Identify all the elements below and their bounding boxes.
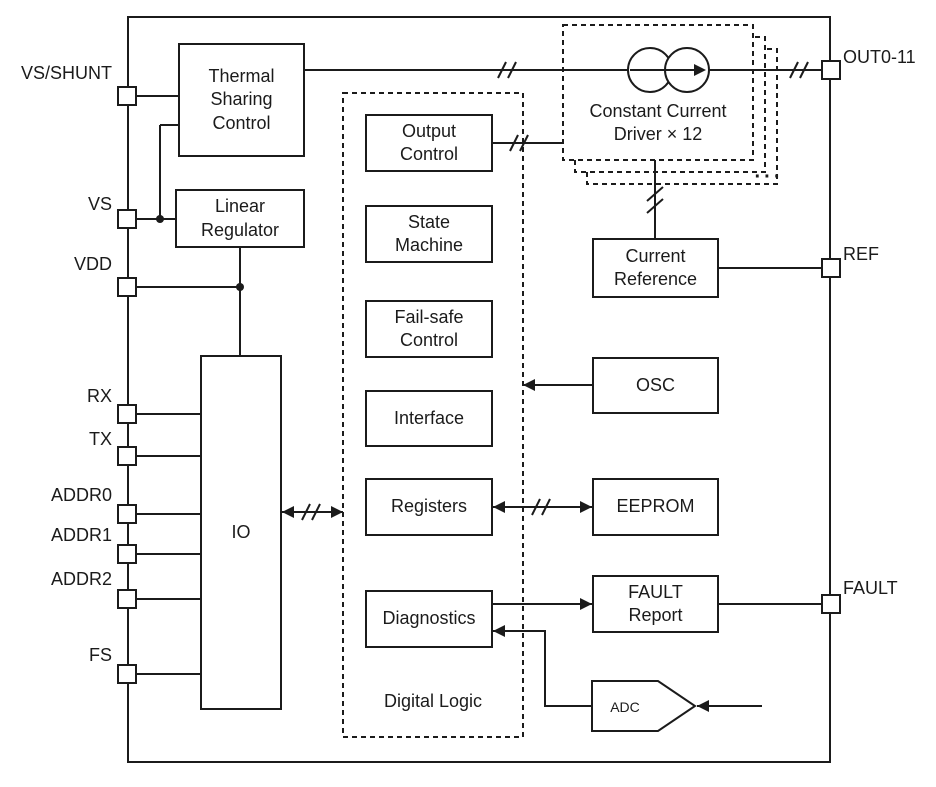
block-registers: Registers [365, 478, 493, 536]
pin-label-out0-11: OUT0-11 [843, 47, 916, 67]
block-io: IO [200, 355, 282, 710]
pin-tx [117, 446, 137, 466]
arrow-into-registers [493, 501, 505, 513]
junction-dots [156, 215, 244, 291]
arrow-into-diagnostics [493, 625, 505, 637]
digital-logic-label: Digital Logic [383, 691, 483, 711]
arrow-into-io [282, 506, 294, 518]
current-source-arrowhead [694, 64, 706, 76]
pin-vdd [117, 277, 137, 297]
arrow-into-fault-report [580, 598, 592, 610]
block-diagnostics: Diagnostics [365, 590, 493, 648]
driver-stack-box-1 [562, 24, 754, 161]
digital-logic-box [342, 92, 524, 738]
current-source-symbol [627, 47, 710, 93]
block-linear-regulator: Linear Regulator [175, 189, 305, 248]
pin-label-vs: VS [87, 194, 112, 214]
pin-label-fs: FS [88, 645, 112, 665]
block-state-machine: State Machine [365, 205, 493, 263]
arrowheads [282, 379, 709, 712]
pin-addr2 [117, 589, 137, 609]
adc-shape [591, 680, 697, 732]
pin-label-addr2: ADDR2 [50, 569, 112, 589]
bus-slash-marks [301, 61, 809, 521]
adc-label: ADC [610, 699, 640, 715]
pin-label-vs-shunt: VS/SHUNT [20, 63, 112, 83]
block-failsafe-control: Fail-safe Control [365, 300, 493, 358]
arrow-into-adc [697, 700, 709, 712]
pin-addr1 [117, 544, 137, 564]
block-thermal-sharing-control: Thermal Sharing Control [178, 43, 305, 157]
pin-label-vdd: VDD [73, 254, 112, 274]
pin-ref [821, 258, 841, 278]
block-fault-report: FAULT Report [592, 575, 719, 633]
pin-fault [821, 594, 841, 614]
junction-vdd [236, 283, 244, 291]
pin-label-addr0: ADDR0 [50, 485, 112, 505]
pin-vs [117, 209, 137, 229]
pin-fs [117, 664, 137, 684]
constant-current-driver-label: Constant Current Driver × 12 [589, 101, 727, 145]
signal-lines [137, 69, 821, 707]
driver-stack-ellipsis: ··· [754, 166, 784, 188]
pin-label-tx: TX [88, 429, 112, 449]
arrow-osc-into-digital [523, 379, 535, 391]
arrow-into-eeprom [580, 501, 592, 513]
junction-vs [156, 215, 164, 223]
block-eeprom: EEPROM [592, 478, 719, 536]
pin-label-addr1: ADDR1 [50, 525, 112, 545]
pin-label-rx: RX [86, 386, 112, 406]
chip-boundary [127, 16, 831, 763]
arrow-into-digital-logic [331, 506, 343, 518]
pin-addr0 [117, 504, 137, 524]
pin-out0-11 [821, 60, 841, 80]
block-current-reference: Current Reference [592, 238, 719, 298]
pin-vs-shunt [117, 86, 137, 106]
block-output-control: Output Control [365, 114, 493, 172]
pin-label-ref: REF [843, 244, 879, 264]
block-interface: Interface [365, 390, 493, 447]
pin-rx [117, 404, 137, 424]
pin-label-fault: FAULT [843, 578, 898, 598]
wire-adc-diagnostics [493, 630, 592, 707]
block-osc: OSC [592, 357, 719, 414]
dashed-containers [342, 24, 778, 738]
